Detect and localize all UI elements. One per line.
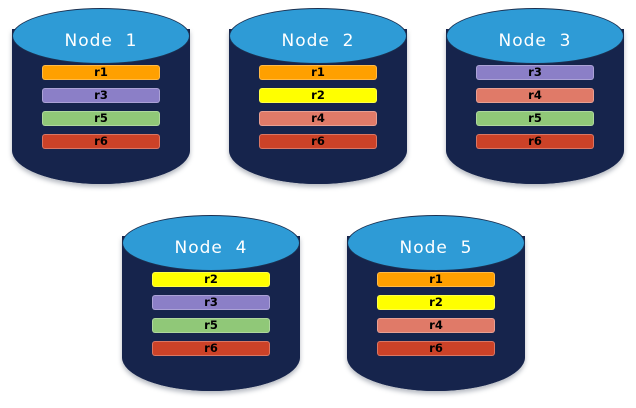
node-3[interactable]: Node 3 r3 r4 r5 r6 — [446, 8, 624, 190]
node-label: Node 3 — [498, 30, 572, 51]
replica-bar-r3[interactable]: r3 — [476, 65, 594, 80]
node-label: Node 1 — [64, 30, 138, 51]
node-cylinder-top — [446, 8, 624, 64]
replica-bar-r3[interactable]: r3 — [152, 295, 270, 310]
node-label: Node 5 — [399, 237, 473, 258]
replica-bar-r4[interactable]: r4 — [259, 111, 377, 126]
replica-bar-r2[interactable]: r2 — [259, 88, 377, 103]
node-cylinder-top — [229, 8, 407, 64]
replica-bar-r2[interactable]: r2 — [152, 272, 270, 287]
replica-bar-r1[interactable]: r1 — [377, 272, 495, 287]
replica-stack: r1 r2 r4 r6 — [229, 65, 407, 149]
node-label: Node 2 — [281, 30, 355, 51]
replica-bar-r5[interactable]: r5 — [42, 111, 160, 126]
replica-stack: r1 r3 r5 r6 — [12, 65, 190, 149]
replica-bar-r6[interactable]: r6 — [476, 134, 594, 149]
replica-bar-r1[interactable]: r1 — [42, 65, 160, 80]
replica-bar-r5[interactable]: r5 — [476, 111, 594, 126]
node-1[interactable]: Node 1 r1 r3 r5 r6 — [12, 8, 190, 190]
replica-bar-r6[interactable]: r6 — [259, 134, 377, 149]
replica-bar-r4[interactable]: r4 — [377, 318, 495, 333]
replica-bar-r4[interactable]: r4 — [476, 88, 594, 103]
node-5[interactable]: Node 5 r1 r2 r4 r6 — [347, 215, 525, 397]
replica-bar-r5[interactable]: r5 — [152, 318, 270, 333]
node-cylinder-top — [122, 215, 300, 271]
node-label: Node 4 — [174, 237, 248, 258]
replica-bar-r2[interactable]: r2 — [377, 295, 495, 310]
replica-bar-r6[interactable]: r6 — [152, 341, 270, 356]
node-cylinder-top — [347, 215, 525, 271]
replica-bar-r6[interactable]: r6 — [377, 341, 495, 356]
replica-stack: r1 r2 r4 r6 — [347, 272, 525, 356]
replica-bar-r3[interactable]: r3 — [42, 88, 160, 103]
node-cylinder-top — [12, 8, 190, 64]
replica-stack: r2 r3 r5 r6 — [122, 272, 300, 356]
replica-bar-r1[interactable]: r1 — [259, 65, 377, 80]
node-4[interactable]: Node 4 r2 r3 r5 r6 — [122, 215, 300, 397]
replica-stack: r3 r4 r5 r6 — [446, 65, 624, 149]
node-2[interactable]: Node 2 r1 r2 r4 r6 — [229, 8, 407, 190]
replica-bar-r6[interactable]: r6 — [42, 134, 160, 149]
